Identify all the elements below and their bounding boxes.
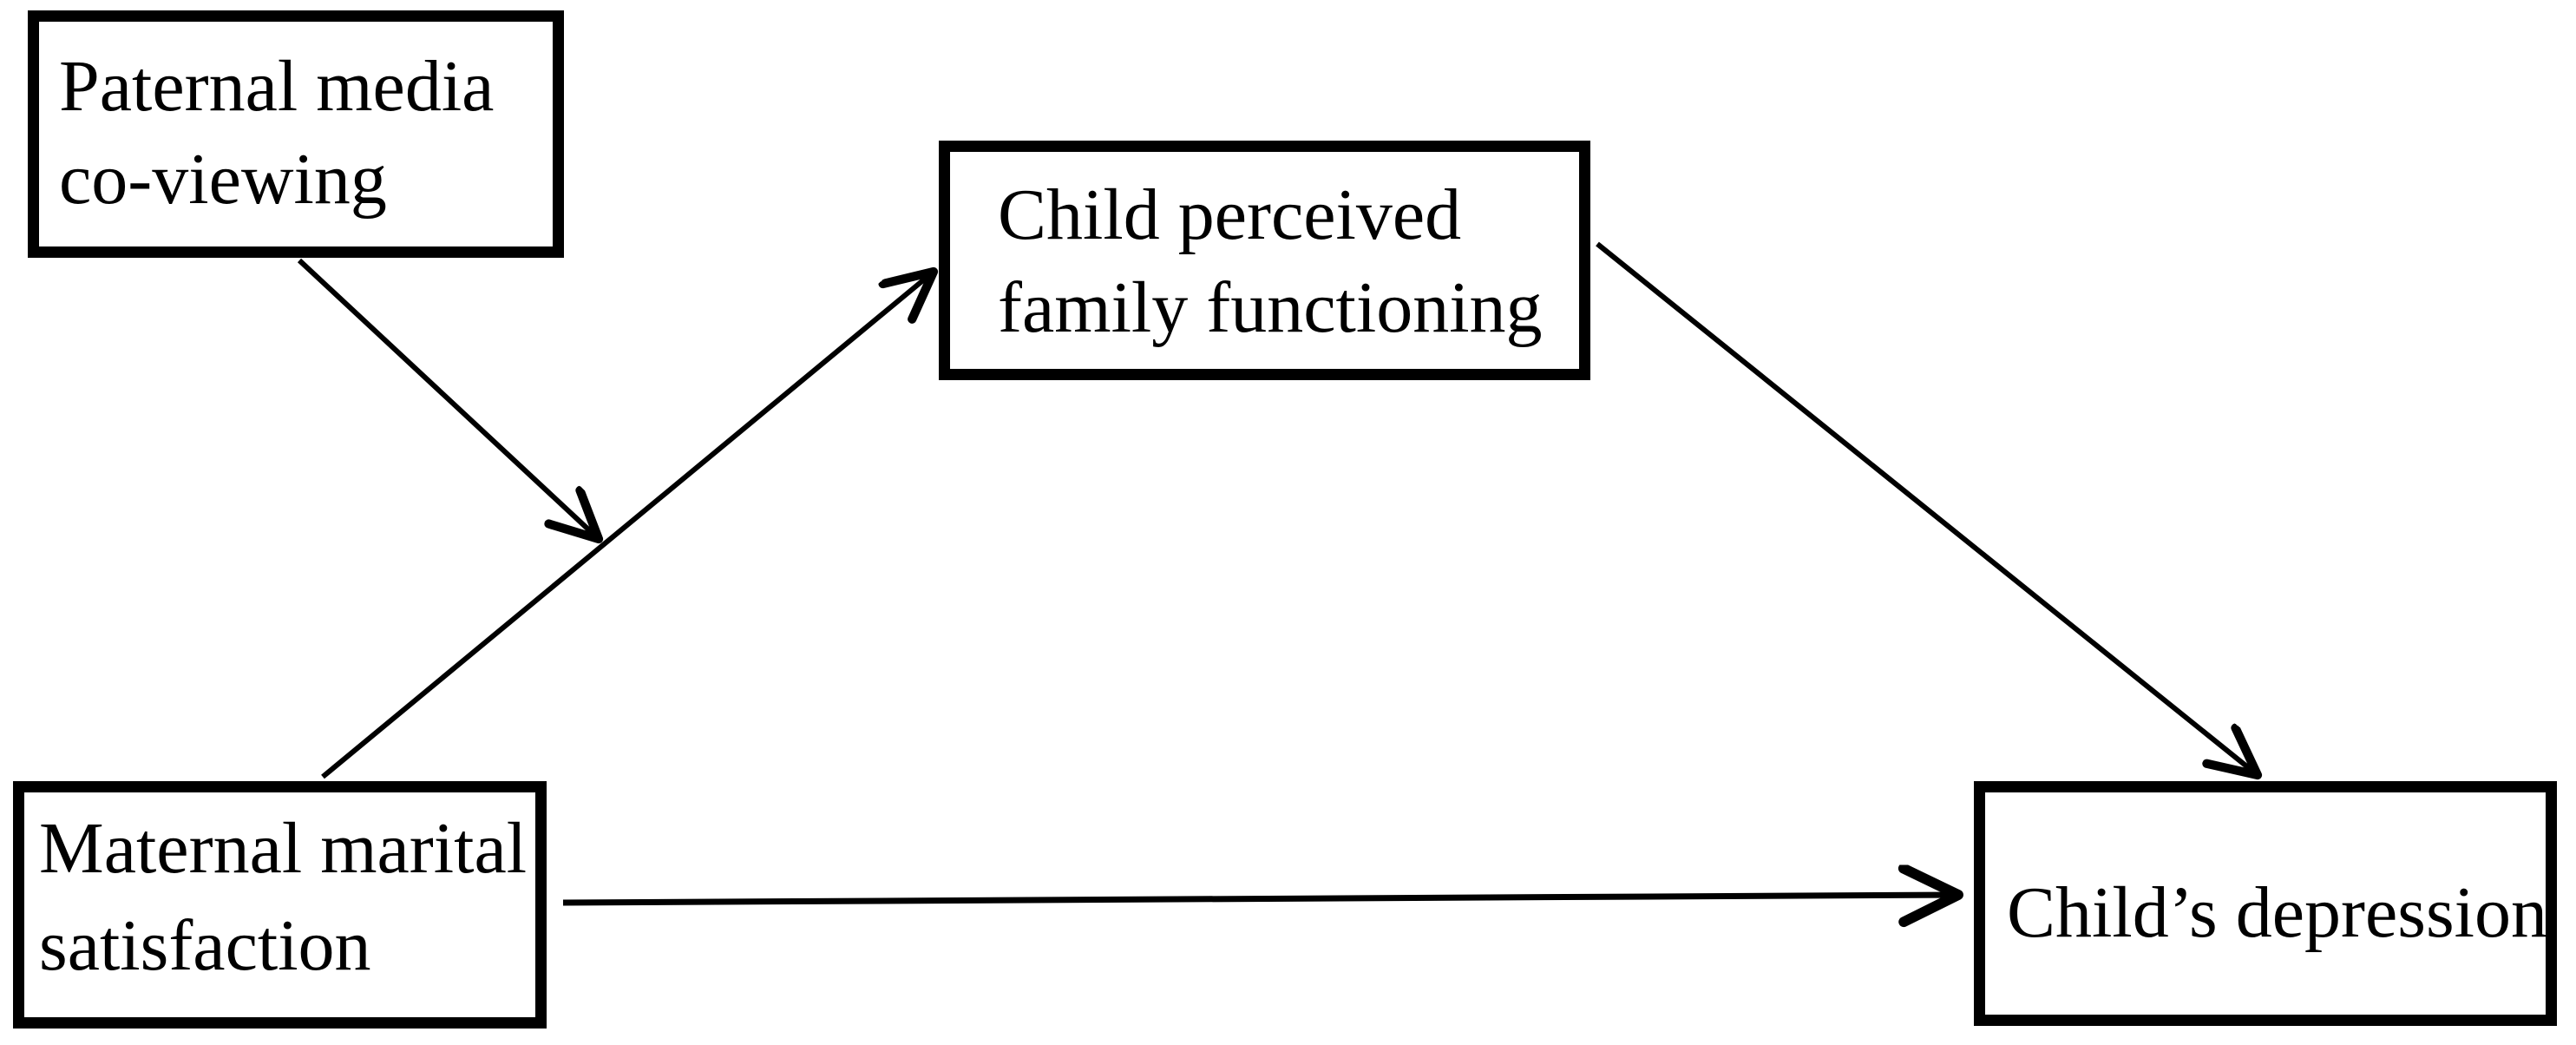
node-label-line: Paternal media	[59, 46, 495, 127]
node-label-line: Maternal marital	[39, 808, 528, 889]
path-c-arrow-maternal-to-outcome	[562, 895, 1958, 903]
node-label-line: Child perceived	[998, 174, 1462, 255]
path-b-arrow-mediator-to-outcome	[1596, 241, 2258, 775]
node-maternal-marital-satisfaction: Maternal marital satisfaction	[13, 781, 547, 1029]
node-label-line: satisfaction	[39, 905, 371, 986]
moderation-arrow-paternal-to-path-a	[297, 258, 599, 539]
node-paternal-media-co-viewing: Paternal media co-viewing	[28, 10, 564, 258]
node-label-line: Child’s depression	[2007, 872, 2547, 953]
node-child-perceived-family-functioning: Child perceived family functioning	[939, 141, 1590, 380]
node-label-line: co-viewing	[59, 139, 387, 220]
node-childs-depression: Child’s depression	[1974, 781, 2557, 1026]
path-a-arrow-maternal-to-mediator	[321, 272, 934, 779]
node-label-line: family functioning	[998, 267, 1543, 348]
